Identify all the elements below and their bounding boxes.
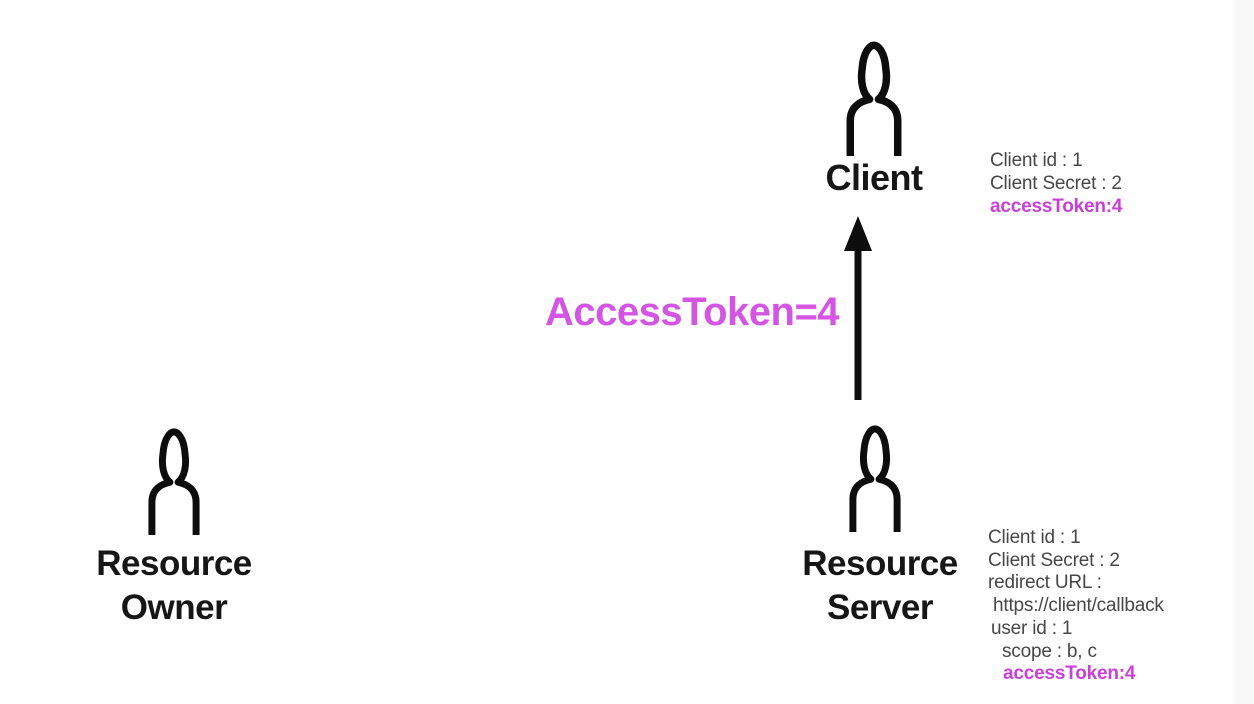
server-access-token-line: accessToken:4: [1003, 663, 1136, 685]
client-label: Client: [808, 158, 940, 198]
resource-owner-person-icon: [148, 428, 200, 535]
resource-owner-label-line1: Resource: [96, 544, 252, 583]
client-info-line: Client id : 1: [990, 150, 1083, 171]
resource-owner-label: Resource Owner: [74, 542, 274, 630]
server-info-block: Client id : 1 Client Secret : 2 redirect…: [988, 527, 1164, 686]
resource-owner-label-line2: Owner: [120, 588, 228, 627]
access-token-arrow: [844, 216, 872, 400]
right-edge-strip: [1234, 0, 1254, 704]
client-info-line: Client Secret : 2: [990, 173, 1122, 194]
resource-server-person-icon: [849, 425, 901, 532]
resource-server-label: Resource Server: [780, 542, 980, 630]
server-info-redirect-url-line: https://client/callback: [993, 595, 1164, 617]
server-info-scope-line: scope : b, c: [1002, 640, 1097, 662]
client-info-block: Client id : 1 Client Secret : 2 accessTo…: [990, 149, 1122, 218]
resource-server-label-line1: Resource: [802, 544, 958, 583]
client-label-text: Client: [825, 157, 923, 198]
server-info-line: Client id : 1: [988, 527, 1081, 548]
client-access-token-line: accessToken:4: [990, 196, 1123, 217]
server-info-line: Client Secret : 2: [988, 549, 1120, 571]
access-token-arrow-label: AccessToken=4: [545, 290, 840, 334]
server-info-line: redirect URL :: [988, 572, 1102, 594]
resource-server-label-line2: Server: [827, 588, 933, 627]
server-info-line: user id : 1: [991, 617, 1073, 639]
client-person-icon: [846, 41, 902, 156]
